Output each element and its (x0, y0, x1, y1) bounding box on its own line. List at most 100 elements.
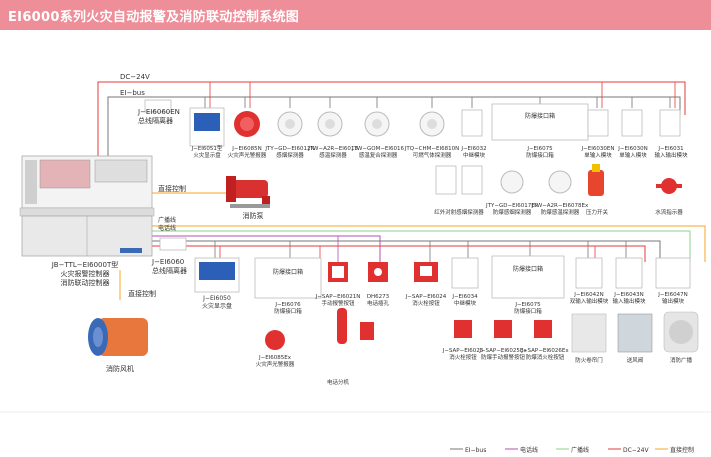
svg-text:JTQ−CHM−EI6810N: JTQ−CHM−EI6810N (404, 146, 459, 152)
bus-isolator-top-box (144, 99, 172, 113)
svg-text:J−EI6085N: J−EI6085N (231, 146, 261, 152)
bottom-box-inner-label-1: 防爆接口箱 (273, 268, 303, 276)
svg-text:感温探测器: 感温探测器 (319, 151, 347, 159)
fire-alarm-control-panel (19, 155, 155, 257)
eibus-line-lower (150, 240, 661, 262)
svg-text:感温复合探测器: 感温复合探测器 (359, 151, 398, 159)
svg-text:消防广播: 消防广播 (670, 356, 693, 364)
bus-lines (97, 81, 706, 300)
svg-text:防爆接口箱: 防爆接口箱 (526, 151, 554, 159)
svg-text:J−EI6050: J−EI6050 (202, 295, 231, 302)
svg-text:防爆手动报警按钮: 防爆手动报警按钮 (481, 353, 526, 361)
fan-label: 消防风机 (106, 364, 134, 373)
page-title: EI6000系列火灾自动报警及消防联动控制系统图 (8, 10, 300, 25)
svg-text:火灾显示盘: 火灾显示盘 (193, 151, 221, 159)
svg-text:水流指示器: 水流指示器 (655, 208, 683, 216)
eibus-label: EI−bus (120, 89, 145, 97)
dc24v-label: DC−24V (120, 73, 150, 81)
fire-fan-icon (88, 318, 148, 356)
eibus-line-top (107, 96, 681, 156)
svg-text:J−EI6075: J−EI6075 (514, 302, 541, 308)
svg-text:防火卷帘门: 防火卷帘门 (575, 356, 603, 364)
pump-label: 消防泵 (243, 211, 264, 220)
svg-text:防爆接口箱: 防爆接口箱 (514, 307, 542, 315)
svg-text:感烟探测器: 感烟探测器 (276, 151, 304, 159)
bottom-device-icons (194, 255, 699, 353)
svg-text:防爆消火栓按钮: 防爆消火栓按钮 (526, 353, 565, 361)
svg-text:消火栓按钮: 消火栓按钮 (449, 353, 477, 361)
direct-control-label-2: 直接控制 (128, 289, 156, 298)
svg-text:手动报警按钮: 手动报警按钮 (321, 299, 355, 307)
legend-eibus: EI−bus (465, 447, 486, 454)
svg-text:J−EI6042N: J−EI6042N (573, 292, 603, 298)
top-device-icons (189, 103, 682, 196)
svg-text:J−SAP−EI6023: J−SAP−EI6023 (442, 348, 484, 354)
svg-text:JTY−GD−EI6012N: JTY−GD−EI6012N (264, 146, 314, 152)
svg-text:消火栓按钮: 消火栓按钮 (412, 299, 440, 307)
svg-text:输入输出模块: 输入输出模块 (612, 297, 646, 305)
legend: EI−bus 电话线 广播线 DC−24V 直接控制 (450, 446, 694, 454)
svg-text:J−EI6030EN: J−EI6030EN (581, 146, 615, 152)
isolator-bottom-name: 总线隔离器 (152, 266, 187, 275)
svg-text:输出模块: 输出模块 (662, 297, 685, 305)
svg-text:J−SAP−EI6024: J−SAP−EI6024 (405, 294, 447, 300)
direct-control-label-1: 直接控制 (158, 184, 186, 193)
svg-text:J−EI6030N: J−EI6030N (617, 146, 647, 152)
svg-text:防爆感烟探测器: 防爆感烟探测器 (493, 208, 532, 216)
legend-phone: 电话线 (520, 446, 538, 454)
bus-isolator-bottom-box (159, 237, 187, 251)
svg-text:J−SAP−EI6025Ex: J−SAP−EI6025Ex (478, 348, 527, 354)
legend-dc24v: DC−24V (623, 447, 649, 454)
isolator-top-name: 总线隔离器 (138, 116, 173, 125)
svg-text:单输入模块: 单输入模块 (584, 151, 612, 159)
svg-text:JTW−A2R−EI6078Ex: JTW−A2R−EI6078Ex (531, 203, 589, 209)
svg-text:JTW−GOM−EI6016: JTW−GOM−EI6016 (351, 146, 405, 152)
svg-text:J−EI6085Ex: J−EI6085Ex (258, 355, 292, 361)
svg-text:送风阀: 送风阀 (627, 356, 644, 364)
svg-text:可燃气体探测器: 可燃气体探测器 (413, 151, 452, 159)
top-box-inner-label: 防爆接口箱 (525, 112, 555, 120)
svg-text:J−EI6043N: J−EI6043N (613, 292, 643, 298)
dc24v-line-lower (150, 245, 646, 262)
svg-text:火灾声光警报器: 火灾声光警报器 (228, 151, 267, 159)
legend-broadcast: 广播线 (571, 446, 589, 454)
svg-text:J−EI6032: J−EI6032 (460, 146, 486, 152)
svg-text:红外对射感烟探测器: 红外对射感烟探测器 (434, 208, 484, 216)
svg-text:中继模块: 中继模块 (454, 299, 477, 307)
svg-text:输入输出模块: 输入输出模块 (654, 151, 688, 159)
direct-control-line-lower (150, 225, 706, 262)
svg-text:J−SAP−EI6026Ex: J−SAP−EI6026Ex (520, 348, 569, 354)
phone-label: 电话线 (158, 224, 176, 232)
svg-text:防爆感温探测器: 防爆感温探测器 (541, 208, 580, 216)
fire-pump-icon (226, 176, 270, 208)
isolator-top-model: J−EI6060EN (137, 108, 180, 116)
title-banner: EI6000系列火灾自动报警及消防联动控制系统图 (0, 0, 711, 30)
phone-line (150, 235, 381, 262)
svg-text:中继模块: 中继模块 (463, 151, 486, 159)
svg-text:J−EI6034: J−EI6034 (451, 294, 478, 300)
top-device-labels: J−EI6051型 火灾显示盘 J−EI6085N 火灾声光警报器 JTY−GD… (191, 144, 688, 216)
svg-text:双输入输出模块: 双输入输出模块 (570, 297, 609, 305)
panel-line3: 消防联动控制器 (61, 278, 110, 287)
svg-text:单输入模块: 单输入模块 (619, 151, 647, 159)
svg-text:JTY−GD−EI6017Ex: JTY−GD−EI6017Ex (485, 203, 539, 209)
broadcast-label: 广播线 (158, 216, 176, 224)
bottom-device-labels: J−EI6050 火灾显示盘 J−EI6076 防爆接口箱 J−SAP−EI60… (202, 292, 693, 386)
svg-text:压力开关: 压力开关 (586, 208, 609, 216)
svg-text:防爆接口箱: 防爆接口箱 (274, 307, 302, 315)
svg-text:DH6273: DH6273 (367, 294, 390, 300)
svg-text:J−EI6075: J−EI6075 (526, 146, 553, 152)
svg-text:火灾声光警报器: 火灾声光警报器 (256, 360, 295, 368)
bottom-box-inner-label-2: 防爆接口箱 (513, 265, 543, 273)
svg-text:J−EI6051型: J−EI6051型 (191, 144, 223, 152)
svg-text:J−SAP−EI6021N: J−SAP−EI6021N (315, 294, 361, 300)
legend-direct-control: 直接控制 (670, 446, 694, 454)
panel-model: JB−TTL−EI6000T型 (51, 260, 119, 269)
svg-text:JTW−A2R−EI6013: JTW−A2R−EI6013 (307, 146, 358, 152)
svg-text:J−EI6076: J−EI6076 (274, 302, 301, 308)
svg-text:J−EI6047N: J−EI6047N (657, 292, 687, 298)
broadcast-line (150, 230, 691, 262)
svg-text:J−EI6031: J−EI6031 (657, 146, 683, 152)
svg-text:火灾显示盘: 火灾显示盘 (202, 302, 232, 310)
